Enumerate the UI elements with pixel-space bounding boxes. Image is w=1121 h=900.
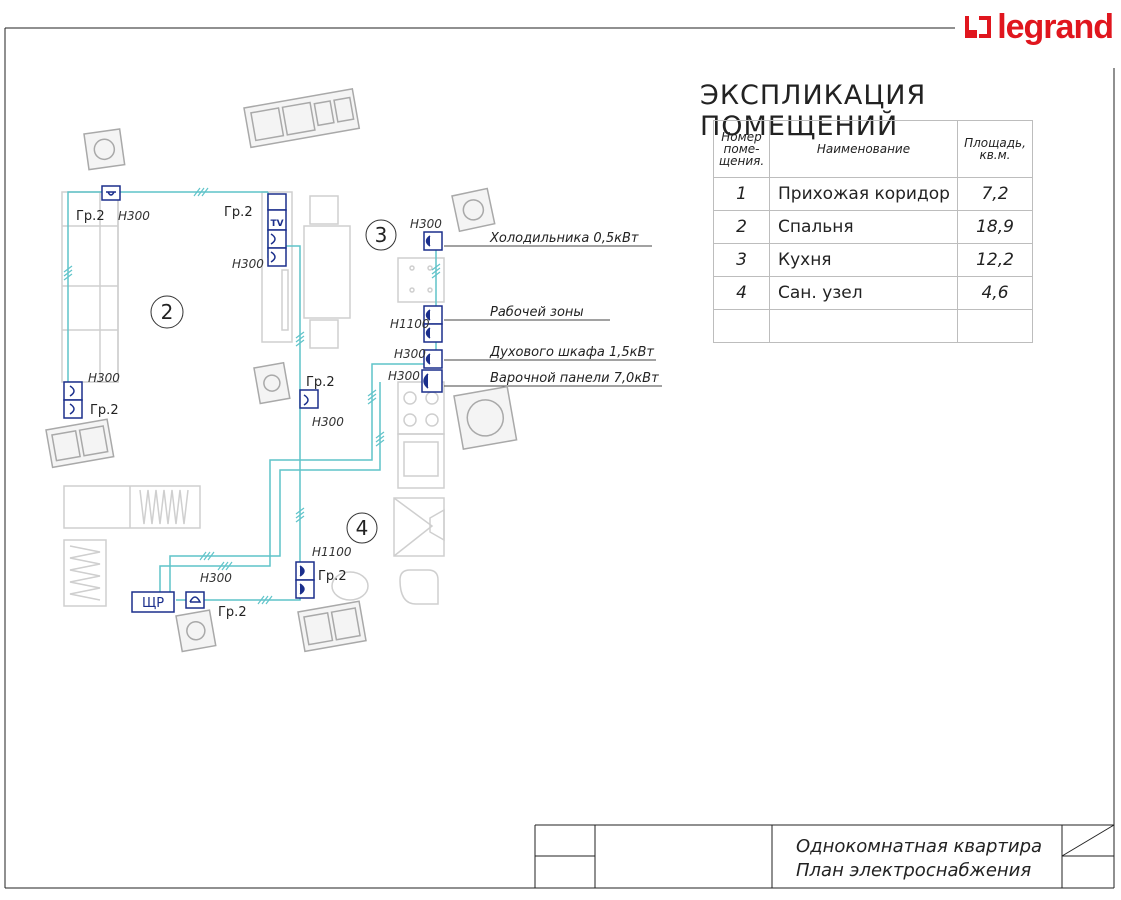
row-name: Кухня [769, 243, 958, 277]
socket-hob [421, 369, 443, 393]
table-row: 2 Спальня 18,9 [713, 210, 1033, 244]
row-number [713, 309, 770, 343]
table-row: 4 Сан. узел 4,6 [713, 276, 1033, 310]
socket-tv-block [267, 193, 287, 267]
row-name: Сан. узел [769, 276, 958, 310]
height-label-6: H1100 [390, 317, 430, 331]
group-label-1: Гр.2 [76, 209, 105, 224]
drawing-frame [4, 27, 1115, 889]
height-label-4: H300 [312, 415, 344, 429]
height-label-8: H300 [388, 369, 420, 383]
load-leader-lines [444, 245, 662, 387]
load-oven: Духового шкафа 1,5кВт [489, 345, 654, 360]
row-number: 2 [713, 210, 770, 244]
height-label-10: H300 [200, 571, 232, 585]
panel-box [131, 591, 175, 613]
socket-hall [185, 591, 205, 609]
header-name: Наименование [769, 120, 958, 178]
group-label-6: Гр.2 [218, 605, 247, 620]
row-number: 1 [713, 177, 770, 211]
socket-oven [423, 349, 443, 369]
load-work-zone: Рабочей зоны [490, 305, 584, 320]
socket-symbols [63, 185, 443, 613]
socket-middle [299, 389, 319, 409]
table-row: 1 Прихожая коридор 7,2 [713, 177, 1033, 211]
row-area: 12,2 [957, 243, 1033, 277]
room-number-3: 3 [375, 223, 388, 247]
table-row [713, 309, 1033, 343]
group-label-4: Гр.2 [306, 375, 335, 390]
title-block [534, 824, 1115, 888]
legrand-logo: legrand [963, 8, 1114, 46]
row-name [769, 309, 958, 343]
row-area: 4,6 [957, 276, 1033, 310]
furniture [61, 191, 445, 607]
header-area: Площадь, кв.м. [957, 120, 1033, 178]
socket-bath [295, 561, 315, 599]
panel-label: ЩР [142, 596, 164, 611]
socket-left-2 [63, 399, 83, 419]
legrand-logo-mark [963, 12, 993, 42]
row-number: 3 [713, 243, 770, 277]
stamp-line-2: План электроснабжения [796, 860, 1032, 881]
socket-kitchen-2 [423, 305, 443, 343]
wire-tick-marks [63, 187, 441, 605]
socket-left-1 [63, 381, 83, 401]
height-label-1: H300 [118, 209, 150, 223]
wiring [67, 191, 437, 601]
group-label-2: Гр.2 [224, 205, 253, 220]
height-label-9: H1100 [312, 545, 352, 559]
row-area: 18,9 [957, 210, 1033, 244]
height-label-5: H300 [410, 217, 442, 231]
height-label-7: H300 [394, 347, 426, 361]
tv-label: TV [270, 219, 283, 229]
socket-top-left [101, 185, 121, 201]
room-number-2: 2 [161, 300, 174, 324]
socket-kitchen-1 [423, 231, 443, 251]
group-label-3: Гр.2 [90, 403, 119, 418]
height-label-3: H300 [88, 371, 120, 385]
table-row: 3 Кухня 12,2 [713, 243, 1033, 277]
stamp-line-1: Однокомнатная квартира [796, 836, 1043, 857]
room-number-4: 4 [356, 516, 369, 540]
row-area: 7,2 [957, 177, 1033, 211]
header-number: Номер поме-щения. [713, 120, 770, 178]
load-fridge: Холодильника 0,5кВт [489, 231, 639, 246]
row-name: Спальня [769, 210, 958, 244]
load-hob: Варочной панели 7,0кВт [490, 371, 659, 386]
explication-header-row: Номер поме-щения. Наименование Площадь, … [713, 120, 1033, 178]
height-label-2: H300 [232, 257, 264, 271]
socket-product-images [45, 88, 518, 653]
legrand-logo-text: legrand [997, 8, 1114, 46]
group-label-5: Гр.2 [318, 569, 347, 584]
row-area [957, 309, 1033, 343]
row-name: Прихожая коридор [769, 177, 958, 211]
room-circles [150, 219, 397, 544]
row-number: 4 [713, 276, 770, 310]
explication-table: Номер поме-щения. Наименование Площадь, … [713, 120, 1033, 343]
